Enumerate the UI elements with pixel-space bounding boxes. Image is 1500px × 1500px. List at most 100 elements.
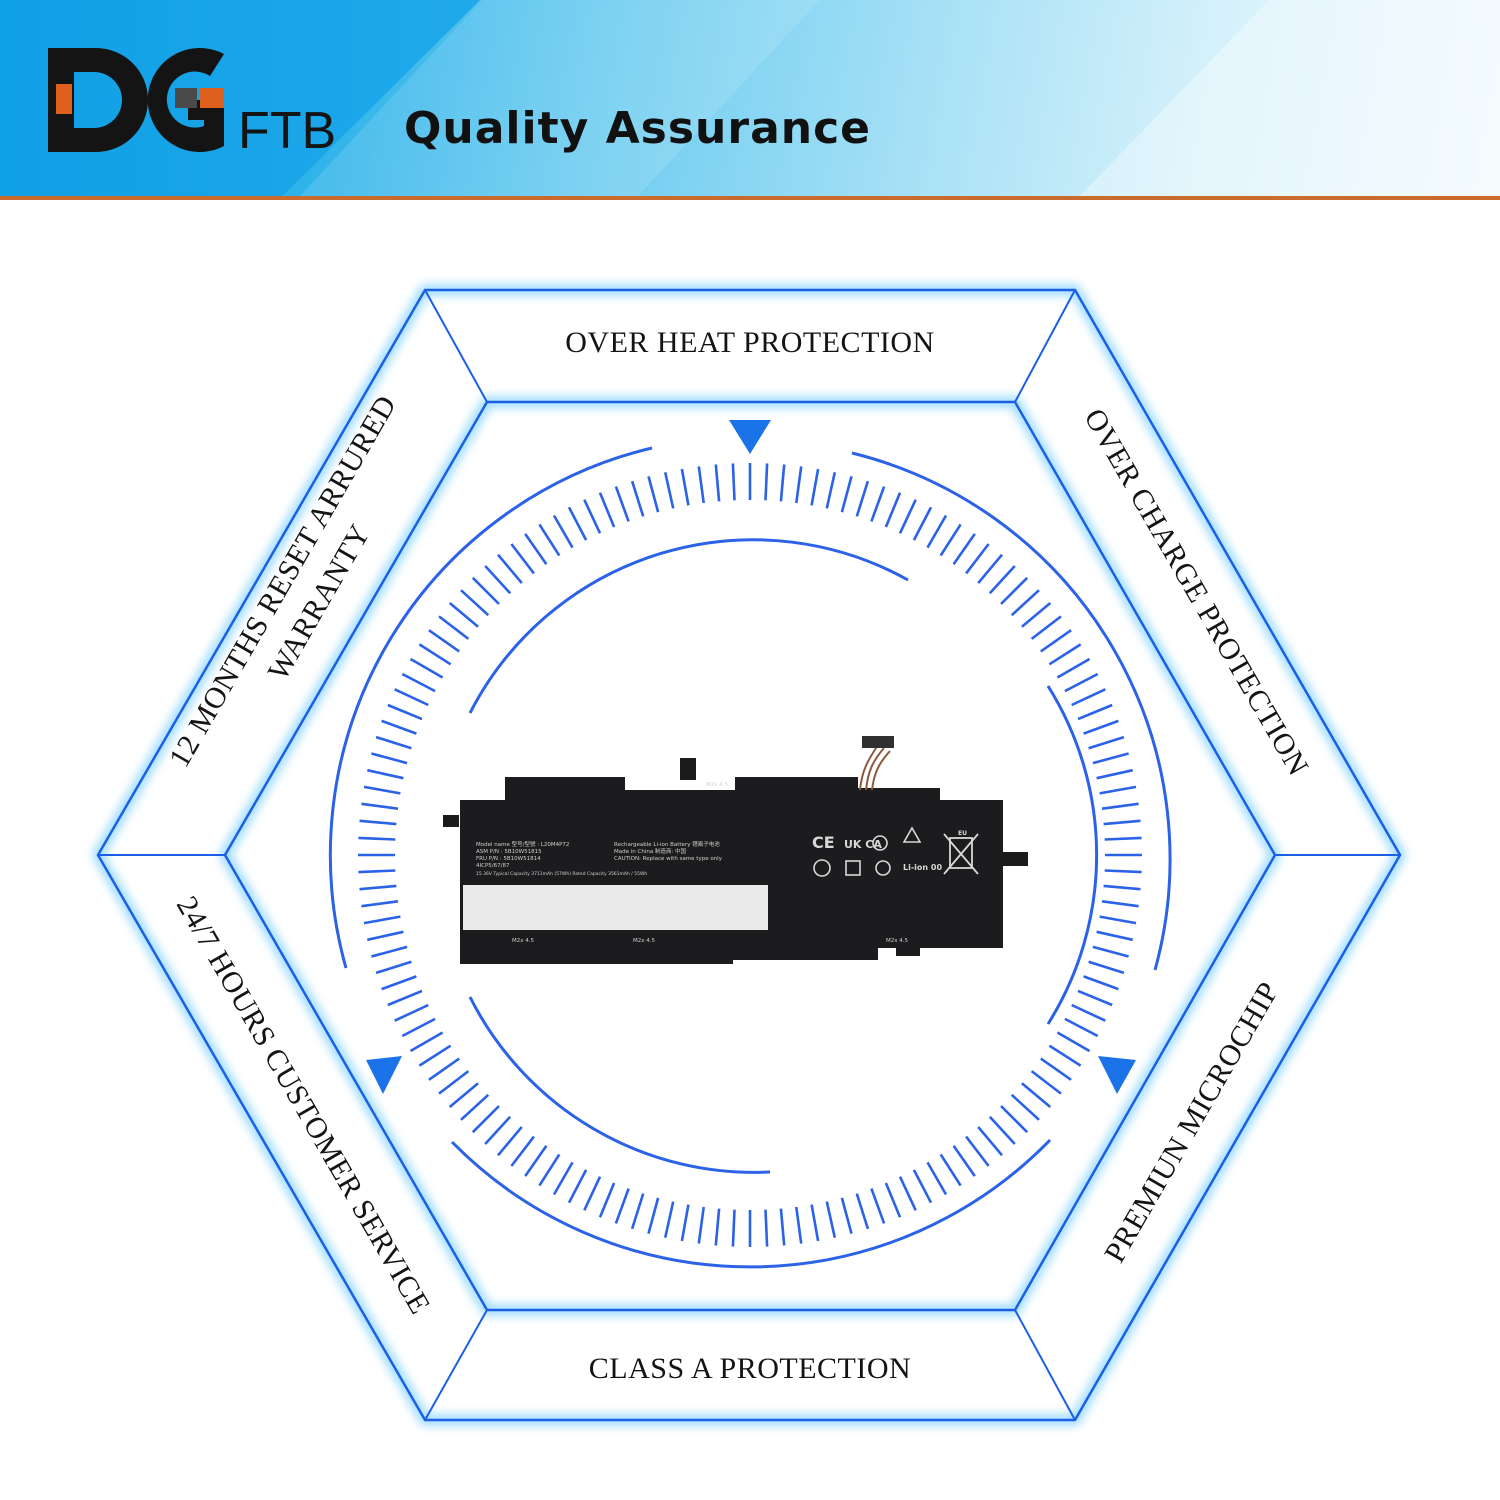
battery-type-line: Made in China 制造商: 中国	[614, 847, 687, 855]
dial-tick	[1088, 960, 1125, 975]
dial-tick	[680, 1204, 690, 1242]
eu-mark-icon: EU	[958, 830, 967, 837]
dial-tick	[855, 480, 870, 517]
dial-tick	[497, 1126, 523, 1157]
arrow-down-icon	[729, 420, 771, 454]
dial-tick	[630, 1193, 645, 1230]
battery-model-line: FRU P/N : 5B10W51814	[476, 856, 541, 862]
dial-tick	[1092, 945, 1129, 958]
hexagon-dividers	[98, 289, 1400, 1421]
dial-tick	[583, 1176, 602, 1211]
dial-tick	[418, 643, 452, 666]
dial-tick	[1064, 672, 1099, 693]
dial-tick	[1064, 1017, 1099, 1038]
dial-tick	[1088, 735, 1125, 750]
dial-tick	[484, 1115, 512, 1145]
dial-tick	[926, 1161, 948, 1196]
header-banner	[0, 0, 1500, 196]
battery-screw-label: M2x 4.5	[886, 938, 908, 944]
compliance-mark-icon	[845, 860, 861, 876]
dial-tick	[825, 1201, 837, 1238]
dial-tick	[418, 1044, 452, 1067]
dial-tick	[1048, 643, 1082, 666]
tagline: Quality Assurance	[404, 103, 872, 154]
outer-arc	[328, 446, 653, 969]
dial-tick	[1010, 589, 1040, 617]
battery-type-line: CAUTION: Replace with same type only	[614, 856, 723, 862]
dial-tick	[1083, 975, 1119, 991]
dial-tick	[1030, 1070, 1062, 1095]
dial-tick	[1101, 802, 1139, 810]
dial-tick	[714, 1208, 721, 1246]
dial-tick	[965, 1135, 990, 1167]
dial-tick	[1096, 930, 1133, 942]
dial-tick	[795, 1206, 803, 1244]
feature-label-bottom: CLASS A PROTECTION	[589, 1352, 911, 1385]
dial-tick	[361, 802, 399, 810]
feature-label-lower-left: 24/7 HOURS CUSTOMER SERVICE	[170, 891, 437, 1320]
dial-tick	[1092, 752, 1129, 765]
feature-label-upper-left-line1: 12 MONTHS RESET ARRURED	[163, 390, 403, 773]
dial-tick	[552, 1161, 574, 1196]
li-ion-mark-icon: Li-ion 00	[903, 863, 942, 872]
dial-tick	[460, 589, 490, 617]
dial-tick	[538, 523, 561, 557]
inner-arc	[468, 538, 909, 714]
outer-arc	[851, 451, 1172, 971]
banner-shard	[1080, 0, 1500, 196]
feature-hexagon: Model name 型号/型號 : L20M4P72 ASM P/N : 5B…	[92, 285, 1406, 1425]
dial-tick	[1048, 1044, 1082, 1067]
dial-tick	[387, 703, 423, 721]
dial-tick	[567, 1169, 588, 1204]
dial-tick	[630, 480, 645, 517]
dial-tick	[428, 629, 460, 653]
dial-tick	[1021, 602, 1052, 628]
dial-tick	[939, 523, 962, 557]
dial-tick	[361, 900, 399, 908]
inner-arc	[1046, 685, 1099, 1025]
dial-tick	[1000, 1105, 1029, 1134]
dial-tick	[795, 466, 803, 504]
pollution-mark-icon	[813, 859, 831, 877]
dial-tick	[497, 553, 523, 584]
dial-tick	[731, 1209, 736, 1247]
dial-tick	[898, 1176, 917, 1211]
dial-tick	[697, 466, 705, 504]
ce-mark-icon: CE	[812, 833, 835, 852]
dial-tick	[409, 1031, 444, 1053]
laptop-battery-icon: Model name 型号/型號 : L20M4P72 ASM P/N : 5B…	[443, 736, 1028, 964]
dial-tick	[870, 486, 886, 522]
battery-cable	[859, 744, 891, 791]
dial-tick	[401, 672, 436, 693]
dial-tick	[884, 492, 902, 528]
dial-tick	[764, 1209, 769, 1247]
weee-bin-icon	[943, 833, 979, 875]
dial-tick	[779, 1208, 786, 1246]
dial-tick	[367, 768, 404, 780]
dial-tick	[988, 565, 1016, 595]
dial-tick	[714, 464, 721, 502]
battery-spec-line: 15.36V Typical Capacity 3711mAh (57Wh) R…	[476, 871, 647, 877]
dial-tick	[428, 1057, 460, 1081]
dial-tick	[387, 989, 423, 1007]
dial-tick	[1071, 688, 1106, 707]
battery-screw-label: M2x 4.5	[633, 938, 655, 944]
arrow-down-right-icon	[1098, 1056, 1136, 1094]
brand-logo: FTB	[48, 48, 336, 153]
dial-tick	[460, 1093, 490, 1121]
battery-model-line: Model name 型号/型號 : L20M4P72	[476, 840, 569, 848]
dial-tick	[1000, 576, 1029, 605]
dial-tick	[1096, 768, 1133, 780]
dial-tick	[1077, 703, 1113, 721]
compliance-mark-icon	[875, 860, 891, 876]
dial-tick	[484, 565, 512, 595]
dial-tick	[965, 543, 990, 575]
arrow-down-left-icon	[366, 1056, 402, 1094]
dial-tick	[952, 1145, 976, 1177]
dial-tick	[1103, 884, 1141, 891]
inner-arcs	[328, 446, 1172, 1269]
dial-tick	[810, 468, 820, 506]
dial-tick	[381, 719, 417, 735]
dial-tick	[1099, 785, 1137, 795]
dial-tick	[779, 464, 786, 502]
